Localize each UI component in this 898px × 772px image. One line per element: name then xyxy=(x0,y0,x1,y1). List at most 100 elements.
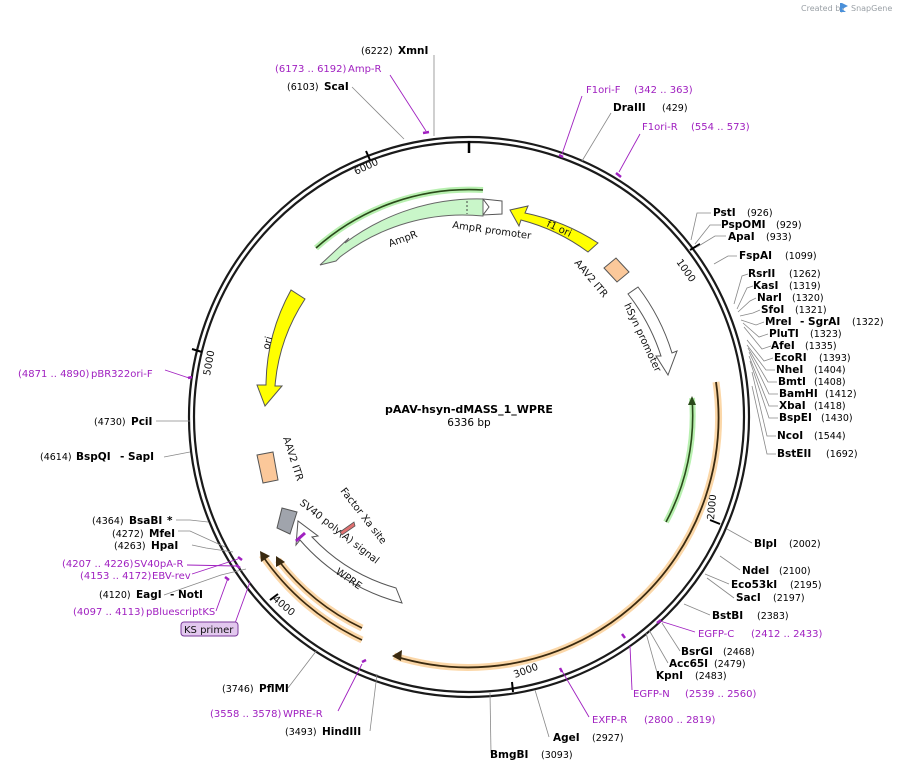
primer-mark-inner xyxy=(295,531,306,543)
primer-f1ori-r: F1ori-R xyxy=(642,122,678,133)
enzyme-pos-pflmi: (3746) xyxy=(222,684,254,695)
enzyme-pos-ncoi: (1544) xyxy=(814,431,846,442)
enzyme-ndei: NdeI xyxy=(742,565,769,577)
enzyme-acc65i: Acc65I xyxy=(669,658,708,670)
ampr-promoter-arrow xyxy=(481,198,503,216)
ampr-arrow xyxy=(319,198,484,266)
factor-xa-box xyxy=(339,521,356,536)
tick-label-2000: 2000 xyxy=(706,494,719,520)
enzyme-pos-fspai: (1099) xyxy=(785,251,817,262)
enzyme-pos-mrei: (1322) xyxy=(852,317,884,328)
enzyme-pos-nari: (1320) xyxy=(792,293,824,304)
wpre-arrow xyxy=(295,520,403,604)
feature-ori: ori xyxy=(261,335,275,350)
enzyme-pos-scai: (6103) xyxy=(287,82,319,93)
tick-4000 xyxy=(269,593,279,601)
enzyme-pos-afei: (1335) xyxy=(805,341,837,352)
tick-label-4000: 4000 xyxy=(270,594,297,619)
enzyme-pos-acc65i: (2479) xyxy=(714,659,746,670)
wpre-orf-head-2 xyxy=(276,556,285,567)
enzyme-group-right: PstI (926) PspOMI (929) ApaI (933) FspAI… xyxy=(713,207,884,460)
enzyme-hindiii: HindIII xyxy=(322,726,361,738)
ampr-orf-line xyxy=(315,188,484,249)
enzyme-saci: SacI xyxy=(736,592,761,604)
primer-exfp-r: EXFP-R xyxy=(592,715,627,726)
enzyme-pos-bstbi: (2383) xyxy=(757,611,789,622)
enzyme-eco53ki: Eco53kI xyxy=(731,579,777,591)
primer-pos-wpre-r: (3558 .. 3578) xyxy=(210,709,282,720)
primer-egfp-n: EGFP-N xyxy=(633,689,670,700)
primer-pos-egfp-n: (2539 .. 2560) xyxy=(685,689,757,700)
enzyme-pos-pluti: (1323) xyxy=(810,329,842,340)
feature-f1ori: f1 ori xyxy=(545,219,573,240)
feature-aav2-itr-bottom: AAV2 ITR xyxy=(280,436,305,483)
enzyme-bmti: BmtI xyxy=(778,376,806,388)
enzyme-pluti: PluTI xyxy=(769,328,799,340)
wpre-orf-head-1 xyxy=(260,551,270,562)
enzyme-fspai: FspAI xyxy=(739,250,772,262)
enzyme-pos-eco53ki: (2195) xyxy=(790,580,822,591)
tick-2000 xyxy=(709,519,721,525)
enzyme-pos-ndei: (2100) xyxy=(779,566,811,577)
primer-pos-pbr322ori-f: (4871 .. 4890) xyxy=(18,369,90,380)
enzyme-mfei: MfeI xyxy=(149,528,175,540)
leader-lines xyxy=(156,55,778,754)
aav2-itr-top-box xyxy=(603,257,630,283)
enzyme-bsteii: BstEII xyxy=(777,448,811,460)
enzyme-pspomi: PspOMI xyxy=(721,219,766,231)
primer-f1ori-f: F1ori-F xyxy=(586,85,621,96)
egfp-line xyxy=(665,397,694,523)
enzyme-bsabi-mark: * xyxy=(167,515,173,527)
enzyme-pos-bmgbi: (3093) xyxy=(541,750,573,761)
enzyme-rsrii: RsrII xyxy=(748,268,775,280)
enzyme-pflmi: PflMI xyxy=(259,683,289,695)
enzyme-pos-agei: (2927) xyxy=(592,733,624,744)
enzyme-nari: NarI xyxy=(757,292,782,304)
enzyme-bsrgi: BsrGI xyxy=(681,646,713,658)
enzyme-pos-bspei: (1430) xyxy=(821,413,853,424)
ks-primer-badge xyxy=(180,621,239,637)
primer-pbluescriptks: pBluescriptKS xyxy=(146,607,215,618)
plasmid-size: 6336 bp xyxy=(447,417,491,429)
enzyme-pos-nhei: (1404) xyxy=(814,365,846,376)
enzyme-nhei: NheI xyxy=(776,364,803,376)
ks-primer-label: KS primer xyxy=(184,625,234,636)
enzyme-kpni: KpnI xyxy=(656,670,683,682)
enzyme-hpai: HpaI xyxy=(151,540,178,552)
tick-5000 xyxy=(191,348,203,353)
primer-pos-f1ori-f: (342 .. 363) xyxy=(634,85,693,96)
enzyme-scai: ScaI xyxy=(324,81,349,93)
egfp-head xyxy=(688,396,696,405)
feature-aav2-itr-top: AAV2 ITR xyxy=(572,258,610,300)
enzyme-eagi: EagI xyxy=(136,589,162,601)
primer-pos-ebv-rev: (4153 .. 4172) xyxy=(80,571,152,582)
hsyn-promoter-arrow xyxy=(627,286,678,377)
primer-pos-pbluescriptks: (4097 .. 4113) xyxy=(73,607,145,618)
tick-3000 xyxy=(511,681,514,693)
enzyme-agei: AgeI xyxy=(553,732,580,744)
primer-ticks xyxy=(187,130,662,673)
f1ori-arrow xyxy=(509,205,599,253)
backbone-outer xyxy=(187,135,751,699)
enzyme-bamhi: BamHI xyxy=(779,388,818,400)
enzyme-pos-draiii: (429) xyxy=(662,103,688,114)
enzyme-bspei: BspEI xyxy=(779,412,812,424)
enzyme-blpi: BlpI xyxy=(754,538,777,550)
primer-wpre-r: WPRE-R xyxy=(283,709,323,720)
enzyme-pos-bsrgi: (2468) xyxy=(723,647,755,658)
enzyme-ecori: EcoRI xyxy=(774,352,807,364)
enzyme-noti: - NotI xyxy=(170,589,203,601)
enzyme-pos-saci: (2197) xyxy=(773,593,805,604)
enzyme-bspqi: BspQI xyxy=(76,451,111,463)
enzyme-bstbi: BstBI xyxy=(712,610,743,622)
enzyme-pos-pspomi: (929) xyxy=(776,220,802,231)
enzyme-pos-psti: (926) xyxy=(747,208,773,219)
enzyme-draiii: DraIII xyxy=(613,102,646,114)
credit-prefix: Created by xyxy=(801,4,845,13)
primer-leader-lines xyxy=(164,74,696,718)
feature-ampr-promoter: AmpR promoter xyxy=(452,220,533,242)
tick-6000 xyxy=(365,150,371,161)
enzyme-pos-bspqi: (4614) xyxy=(40,452,72,463)
enzyme-bsabi: BsaBI xyxy=(129,515,162,527)
primer-pos-amp-r: (6173 .. 6192) xyxy=(275,64,347,75)
